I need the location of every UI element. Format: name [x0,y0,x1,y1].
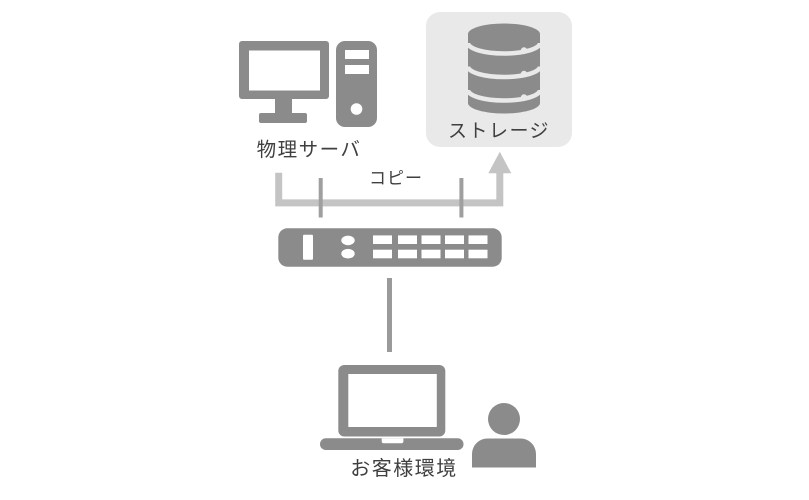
storage-label: ストレージ [447,121,551,142]
physical-server-label: 物理サーバ [256,139,362,161]
customer-environment-label: お客様環境 [350,458,458,480]
person-icon [472,403,536,468]
copy-label: コピー [369,169,423,188]
desktop-computer-icon [239,41,377,127]
copy-arrow-path [275,151,512,218]
arrow-up-icon [488,151,512,174]
database-icon [466,23,542,114]
tick-mark-right [459,178,464,218]
laptop-icon [320,365,464,450]
tick-mark-left [318,178,323,218]
storage-node: ストレージ [426,12,572,147]
switch-to-laptop-connector [387,278,392,352]
network-switch-icon [278,228,502,267]
